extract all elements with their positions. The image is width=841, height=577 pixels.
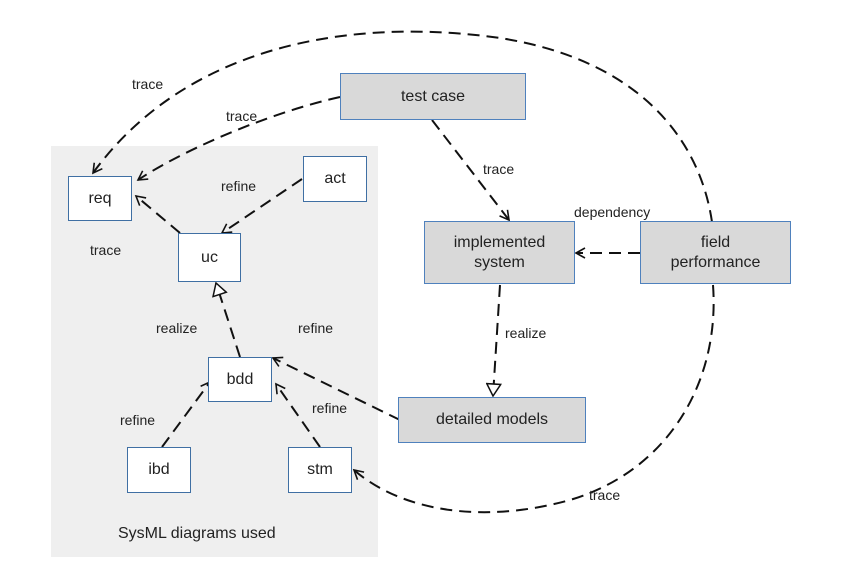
edge-refine-act-uc	[220, 178, 303, 234]
edge-trace-testcase-impl	[431, 119, 511, 222]
label-realize-impl-detailed: realize	[505, 325, 547, 341]
node-test-case: test case	[340, 73, 526, 120]
label-trace-outer: trace	[132, 76, 164, 92]
label-dependency: dependency	[574, 204, 651, 220]
node-act: act	[303, 156, 367, 202]
label-trace-testcase-impl: trace	[483, 161, 515, 177]
node-bdd: bdd	[208, 357, 272, 402]
edge-refine-ibd-bdd	[161, 380, 211, 448]
edge-realize-impl-detailed	[493, 284, 500, 396]
node-detailed-models: detailed models	[398, 397, 586, 443]
label-trace-testcase-req: trace	[226, 108, 258, 124]
edge-trace-field-req	[92, 30, 713, 223]
node-implemented-system: implemented system	[424, 221, 575, 284]
node-req: req	[68, 176, 132, 221]
edge-trace-uc-req	[134, 194, 181, 234]
label-trace-field-stm: trace	[589, 487, 621, 503]
edge-trace-field-stm	[352, 284, 715, 514]
node-ibd: ibd	[127, 447, 191, 493]
edge-refine-detailed-bdd	[271, 356, 401, 421]
label-realize-bdd-uc: realize	[156, 320, 198, 336]
label-trace-uc-req: trace	[90, 242, 122, 258]
node-uc: uc	[178, 233, 241, 282]
label-refine-ibd-bdd: refine	[120, 412, 156, 428]
node-field-performance: field performance	[640, 221, 791, 284]
label-refine-detailed-bdd: refine	[298, 320, 334, 336]
panel-caption: SysML diagrams used	[118, 525, 276, 542]
edge-trace-testcase-req	[136, 96, 341, 181]
edge-refine-stm-bdd	[275, 382, 321, 448]
label-refine-act-uc: refine	[221, 178, 257, 194]
node-stm: stm	[288, 447, 352, 493]
label-refine-stm-bdd: refine	[312, 400, 348, 416]
edge-realize-bdd-uc	[216, 283, 241, 358]
